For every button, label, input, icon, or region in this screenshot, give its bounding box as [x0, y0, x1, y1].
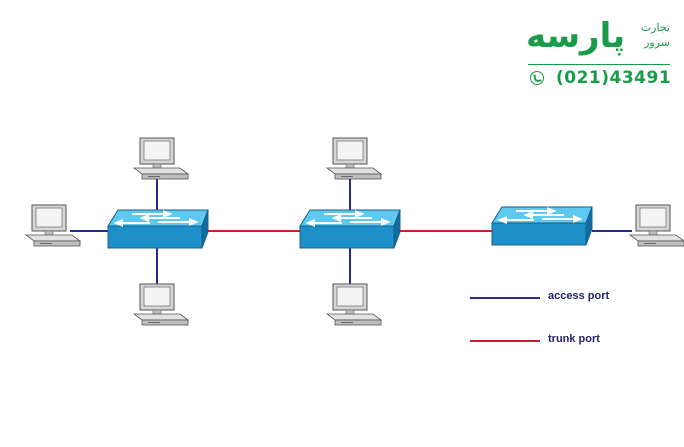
- legend-trunk-swatch: [470, 340, 540, 342]
- pc-right: [629, 204, 684, 247]
- switch-2: [299, 209, 401, 249]
- legend-access-swatch: [470, 297, 540, 299]
- switch-3: [491, 206, 593, 246]
- brand-tagline: تجارت سرور: [628, 20, 670, 50]
- brand-logo: پارسه تجارت سرور (021)43491: [520, 14, 672, 94]
- legend-access-label: access port: [548, 290, 610, 302]
- pc-sw1-bottom: [133, 283, 189, 326]
- pc-left: [25, 204, 81, 247]
- brand-divider: [528, 64, 670, 65]
- brand-tagline-line2: سرور: [644, 36, 670, 49]
- brand-phone: (021)43491: [556, 68, 672, 88]
- pc-sw2-bottom: [326, 283, 382, 326]
- pc-sw1-top: [133, 137, 189, 180]
- brand-tagline-line1: تجارت: [640, 21, 670, 34]
- legend-trunk-label: trunk port: [548, 333, 600, 345]
- phone-icon: [530, 71, 544, 85]
- pc-sw2-top: [326, 137, 382, 180]
- switch-1: [107, 209, 209, 249]
- brand-wordmark: پارسه: [526, 16, 626, 56]
